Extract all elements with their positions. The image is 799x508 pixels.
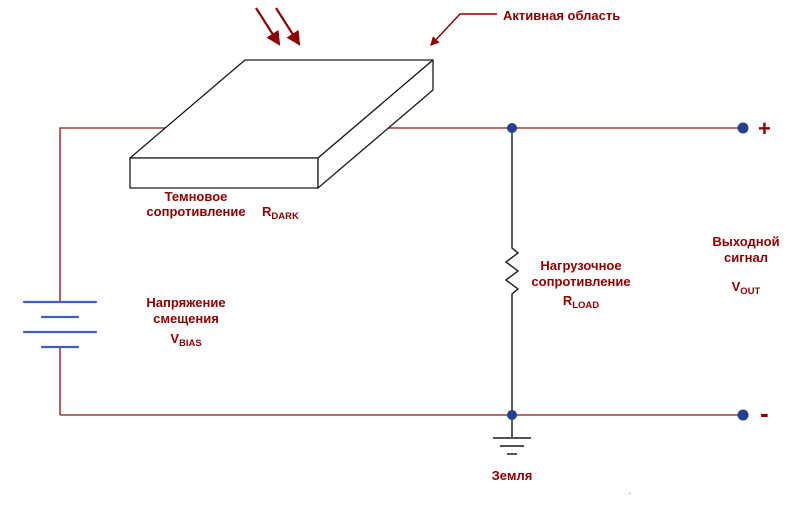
wire-left-and-battery-branch [59, 127, 165, 415]
bias-voltage-line1: Напряжение [146, 295, 225, 310]
bias-voltage-symbol: VBIAS [170, 331, 201, 349]
active-region-callout: Активная область [430, 8, 620, 46]
ground-symbol [493, 415, 531, 455]
battery-symbol [22, 300, 98, 349]
plus-sign: + [758, 116, 771, 141]
dark-resistance-symbol: RDARK [262, 204, 299, 222]
stray-mark: . [628, 485, 631, 497]
load-resistance-label: Нагрузочное сопротивление RLOAD [531, 258, 630, 311]
junction-dot-top [507, 123, 517, 133]
negative-terminal-dot [737, 409, 749, 421]
dark-resistance-line2: сопротивление [146, 204, 245, 219]
minus-sign: - [760, 398, 769, 428]
active-region-leader-line [430, 13, 497, 46]
light-arrow-2 [275, 7, 301, 46]
light-arrow-1 [255, 7, 281, 46]
dark-resistance-line1: Темновое [165, 189, 228, 204]
junction-dot-bottom [507, 410, 517, 420]
load-resistor-symbol [504, 128, 520, 415]
bias-voltage-label: Напряжение смещения VBIAS [146, 295, 225, 349]
junction-dots [507, 122, 749, 421]
output-signal-label: Выходной сигнал VOUT [712, 234, 779, 297]
resistor-zigzag [504, 128, 520, 415]
load-resistance-symbol: RLOAD [563, 293, 599, 311]
positive-terminal-dot [737, 122, 749, 134]
output-signal-line1: Выходной [712, 234, 779, 249]
load-resistance-line2: сопротивление [531, 274, 630, 289]
dark-resistance-label: Темновое сопротивление RDARK [146, 189, 299, 222]
output-signal-line2: сигнал [724, 250, 768, 265]
output-signal-symbol: VOUT [732, 279, 761, 297]
active-region-label: Активная область [503, 8, 620, 23]
slab-right-face [317, 59, 434, 189]
photoconductor-slab [129, 59, 434, 189]
ground-bars [493, 437, 531, 455]
slab-front-face [129, 157, 319, 189]
load-resistance-line1: Нагрузочное [540, 258, 621, 273]
light-arrows [255, 7, 301, 46]
bias-voltage-line2: смещения [153, 311, 219, 326]
wires [59, 127, 743, 416]
ground-label: Земля [492, 468, 533, 483]
